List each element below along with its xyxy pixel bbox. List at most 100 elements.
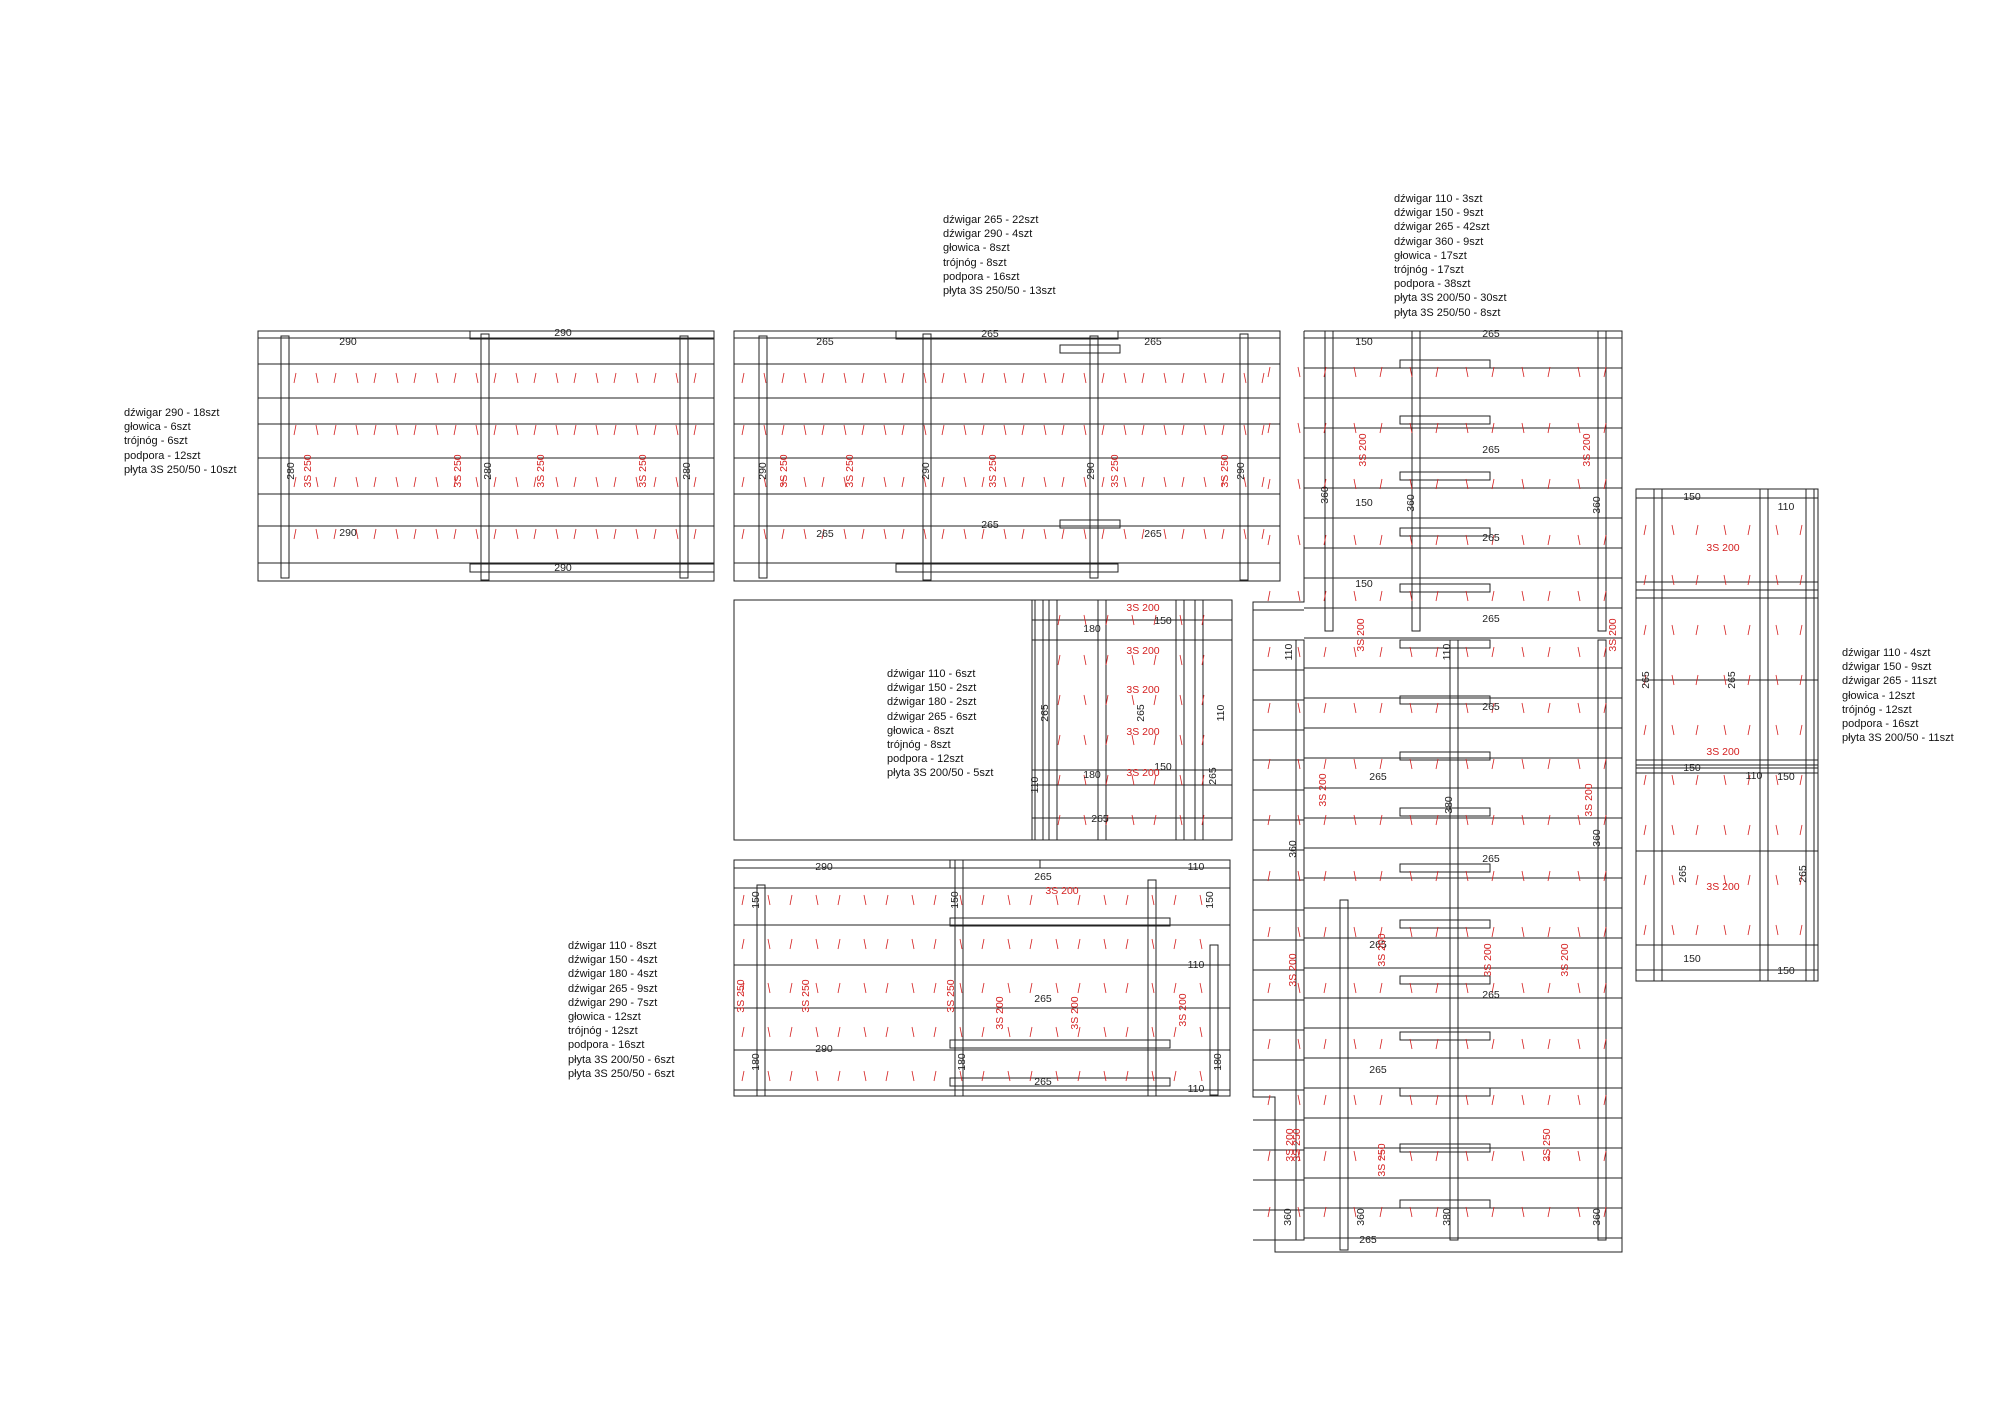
plate-mark <box>863 894 867 906</box>
plate-mark <box>1007 1070 1011 1082</box>
plate-label: 3S 200 <box>1706 881 1739 893</box>
plate-mark <box>395 372 399 384</box>
plate-mark <box>1105 654 1109 666</box>
beam <box>1635 764 1819 774</box>
plate-mark <box>1603 1038 1607 1050</box>
beam <box>1411 330 1421 632</box>
plate-mark <box>1465 646 1469 658</box>
plate-mark <box>1409 870 1413 882</box>
plate-mark <box>1323 1206 1327 1218</box>
plate-mark <box>1181 476 1185 488</box>
plate-mark <box>1101 372 1105 384</box>
beam-label: 110 <box>1778 501 1795 513</box>
plate-mark <box>315 476 319 488</box>
beam-label: 265 <box>1482 613 1500 625</box>
plate-mark <box>1297 1150 1301 1162</box>
plate-mark <box>763 424 767 436</box>
beam <box>1449 639 1459 1241</box>
plate-label: 3S 200 <box>1177 993 1189 1026</box>
beam-label: 180 <box>956 1053 968 1071</box>
plate-mark <box>1003 372 1007 384</box>
plate-mark <box>1179 694 1183 706</box>
plate-mark <box>1323 534 1327 546</box>
plate-mark <box>1297 814 1301 826</box>
plate-mark <box>1061 424 1065 436</box>
plate-mark <box>1747 524 1751 536</box>
plate-mark <box>837 1070 841 1082</box>
plate-mark <box>1547 1206 1551 1218</box>
plate-mark <box>1057 734 1061 746</box>
plate-mark <box>573 372 577 384</box>
plate-mark <box>1125 938 1129 950</box>
beam-label: 265 <box>1039 704 1051 722</box>
plate-mark <box>883 424 887 436</box>
plate-mark <box>1221 424 1225 436</box>
plate-mark <box>1409 926 1413 938</box>
plate-mark <box>1173 1070 1177 1082</box>
beam <box>1635 581 1819 591</box>
plate-mark <box>453 476 457 488</box>
beam <box>1399 359 1491 369</box>
plate-mark <box>741 938 745 950</box>
plate-mark <box>1243 476 1247 488</box>
beam-label: 360 <box>1287 840 1299 858</box>
plate-mark <box>1021 424 1025 436</box>
plate-mark <box>1603 646 1607 658</box>
plate-mark <box>1799 724 1803 736</box>
plate-mark <box>675 372 679 384</box>
plate-label: 3S 250 <box>302 454 314 487</box>
plate-mark <box>1465 366 1469 378</box>
beam <box>949 1039 1171 1049</box>
plate-mark <box>1243 528 1247 540</box>
plate-mark <box>1695 624 1699 636</box>
plate-mark <box>1799 874 1803 886</box>
plate-label: 3S 200 <box>1069 996 1081 1029</box>
plate-mark <box>1435 478 1439 490</box>
plate-mark <box>1465 422 1469 434</box>
legend-line: dźwigar 110 - 8szt <box>568 940 657 952</box>
plate-mark <box>741 894 745 906</box>
plate-mark <box>1021 372 1025 384</box>
plate-mark <box>1435 758 1439 770</box>
beam <box>1399 863 1491 873</box>
plate-label: 3S 250 <box>1219 454 1231 487</box>
plate-mark <box>613 424 617 436</box>
plate-mark <box>395 476 399 488</box>
plate-mark <box>1057 814 1061 826</box>
plate-mark <box>1695 774 1699 786</box>
plate-mark <box>1179 814 1183 826</box>
plate-mark <box>1221 372 1225 384</box>
legend-line: dźwigar 110 - 4szt <box>1842 647 1931 659</box>
plate-mark <box>1057 654 1061 666</box>
beam-label: 110 <box>1188 1083 1205 1095</box>
plate-mark <box>1577 534 1581 546</box>
beam-label: 265 <box>1482 989 1500 1001</box>
plate-mark <box>781 372 785 384</box>
plate-mark <box>1491 534 1495 546</box>
plate-mark <box>1491 1150 1495 1162</box>
plate-mark <box>453 528 457 540</box>
beam-label: 110 <box>1188 861 1205 873</box>
plate-mark <box>1577 926 1581 938</box>
plate-mark <box>789 938 793 950</box>
plate-mark <box>1267 814 1271 826</box>
beam <box>480 333 490 581</box>
beam <box>280 335 290 579</box>
plate-mark <box>1435 1206 1439 1218</box>
beam <box>895 330 1119 340</box>
plate-mark <box>901 528 905 540</box>
plate-mark <box>493 424 497 436</box>
plate-mark <box>861 476 865 488</box>
plate-mark <box>1003 476 1007 488</box>
plate-mark <box>1435 534 1439 546</box>
beam <box>1059 519 1121 529</box>
plate-mark <box>1643 824 1647 836</box>
plate-mark <box>981 424 985 436</box>
plate-mark <box>767 894 771 906</box>
plate-mark <box>981 476 985 488</box>
plate-mark <box>1465 702 1469 714</box>
plate-mark <box>1491 1206 1495 1218</box>
plate-mark <box>1141 372 1145 384</box>
plate-mark <box>1007 1026 1011 1038</box>
